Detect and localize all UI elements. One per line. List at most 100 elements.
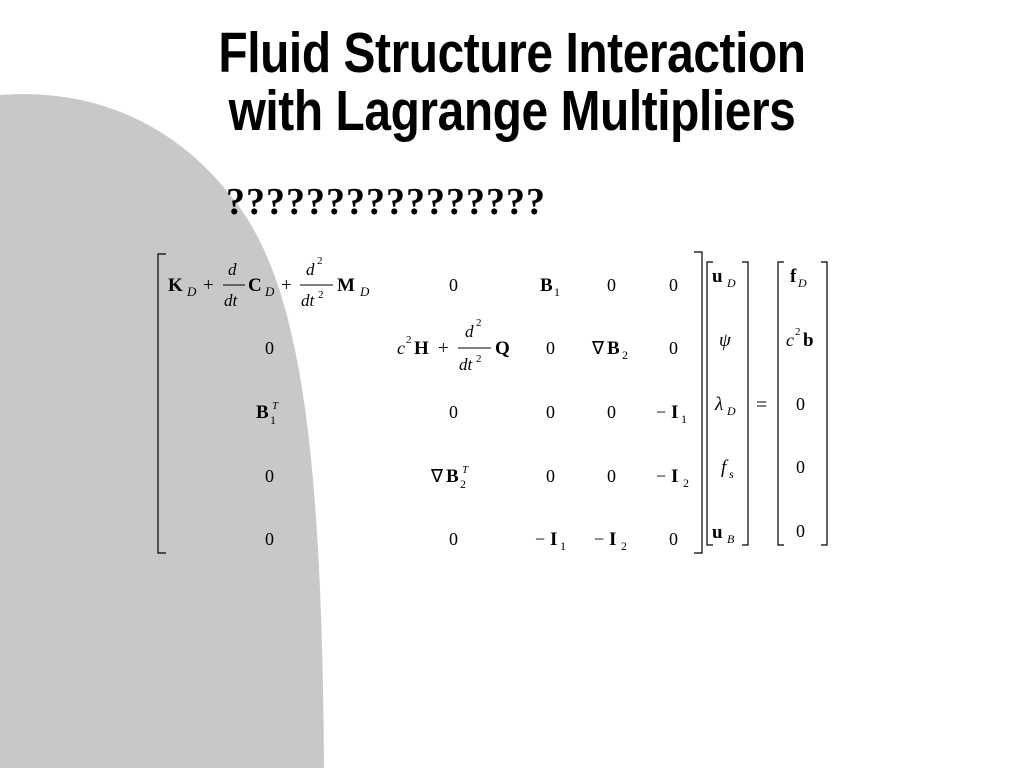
matrix-cell-3-5: − I 1 — [656, 402, 687, 426]
matrix-cell-1-5: 0 — [669, 275, 678, 295]
rhs-f-d: f D — [790, 266, 807, 290]
svg-text:D: D — [797, 276, 807, 290]
svg-text:T: T — [462, 464, 469, 476]
matrix-cell-1-3: B 1 — [540, 275, 560, 299]
svg-text:Q: Q — [495, 338, 510, 359]
matrix-cell-2-1: 0 — [265, 338, 274, 358]
matrix-cell-5-1: 0 — [265, 529, 274, 549]
svg-text:1: 1 — [270, 413, 276, 427]
svg-text:2: 2 — [460, 477, 466, 491]
rhs-zero-1: 0 — [796, 394, 805, 414]
matrix-cell-2-3: 0 — [546, 338, 555, 358]
matrix-cell-1-2: 0 — [449, 275, 458, 295]
matrix-cell-3-3: 0 — [546, 402, 555, 422]
unknown-u-d: u D — [712, 266, 736, 290]
matrix-cell-4-4: 0 — [607, 466, 616, 486]
matrix-cell-4-5: − I 2 — [656, 466, 689, 490]
svg-text:λ: λ — [714, 394, 723, 415]
matrix-cell-4-2: ∇ B T 2 — [430, 464, 469, 491]
matrix-cell-5-2: 0 — [449, 529, 458, 549]
matrix-right-bracket — [694, 251, 703, 554]
matrix-cell-3-4: 0 — [607, 402, 616, 422]
svg-text:B: B — [256, 402, 269, 423]
svg-text:d: d — [465, 322, 474, 341]
matrix-left-bracket — [157, 253, 166, 554]
slide-title: Fluid Structure Interaction with Lagrang… — [82, 24, 942, 140]
rhs-left-bracket — [777, 261, 784, 546]
svg-text:D: D — [726, 276, 736, 290]
svg-text:B: B — [540, 275, 553, 296]
unknown-psi: ψ — [719, 330, 732, 351]
svg-text:−: − — [594, 529, 604, 549]
matrix-cell-3-1: B T 1 — [256, 400, 279, 427]
matrix-cell-5-4: − I 2 — [594, 529, 627, 553]
title-line-1: Fluid Structure Interaction — [218, 21, 806, 85]
rhs-c2-b: c 2 b — [786, 326, 814, 351]
unknown-lambda-d: λ D — [714, 394, 736, 418]
svg-text:−: − — [656, 402, 666, 422]
svg-text:2: 2 — [683, 476, 689, 490]
svg-text:1: 1 — [560, 539, 566, 553]
gray-quarter-circle — [0, 94, 324, 768]
svg-text:dt: dt — [301, 291, 316, 310]
svg-text:dt: dt — [224, 291, 239, 310]
svg-text:I: I — [671, 402, 678, 423]
svg-text:2: 2 — [795, 326, 801, 338]
svg-text:c: c — [786, 330, 794, 350]
svg-text:+: + — [203, 275, 214, 296]
matrix-cell-5-5: 0 — [669, 529, 678, 549]
svg-text:+: + — [438, 338, 449, 359]
svg-text:K: K — [168, 275, 183, 296]
svg-text:−: − — [656, 466, 666, 486]
matrix-cell-5-3: − I 1 — [535, 529, 566, 553]
matrix-cell-2-5: 0 — [669, 338, 678, 358]
svg-text:I: I — [671, 466, 678, 487]
unknowns-right-bracket — [742, 261, 749, 546]
matrix-cell-2-4: ∇ B 2 — [591, 338, 628, 362]
svg-text:B: B — [607, 338, 620, 359]
svg-text:2: 2 — [406, 334, 412, 346]
svg-text:dt: dt — [459, 355, 474, 374]
svg-text:∇: ∇ — [591, 338, 605, 358]
svg-text:B: B — [727, 532, 735, 546]
svg-text:2: 2 — [476, 353, 482, 365]
svg-text:C: C — [248, 275, 262, 296]
svg-text:2: 2 — [317, 255, 323, 267]
svg-text:1: 1 — [681, 412, 687, 426]
matrix-cell-2-2: c 2 H + d 2 dt 2 Q — [397, 317, 510, 374]
unknown-u-b: u B — [712, 522, 735, 546]
svg-text:2: 2 — [476, 317, 482, 329]
svg-text:H: H — [414, 338, 429, 359]
unknown-f-s: f s — [721, 457, 734, 481]
svg-text:I: I — [609, 529, 616, 550]
rhs-zero-3: 0 — [796, 521, 805, 541]
svg-text:I: I — [550, 529, 557, 550]
matrix-cell-3-2: 0 — [449, 402, 458, 422]
matrix-cell-1-1: K D + d dt C D + d 2 dt 2 M D — [168, 255, 370, 310]
svg-text:f: f — [721, 457, 729, 478]
title-line-2: with Lagrange Multipliers — [228, 79, 796, 143]
slide-subtitle: ???????????????? — [226, 181, 546, 223]
svg-text:D: D — [264, 284, 275, 299]
svg-text:D: D — [186, 284, 197, 299]
svg-text:c: c — [397, 338, 405, 358]
svg-text:+: + — [281, 275, 292, 296]
matrix-cell-4-3: 0 — [546, 466, 555, 486]
matrix-cell-1-4: 0 — [607, 275, 616, 295]
matrix-cell-4-1: 0 — [265, 466, 274, 486]
svg-text:−: − — [535, 529, 545, 549]
svg-text:T: T — [272, 400, 279, 412]
equals-sign: = — [756, 394, 767, 416]
svg-text:D: D — [726, 404, 736, 418]
svg-text:d: d — [306, 260, 315, 279]
svg-text:2: 2 — [622, 348, 628, 362]
svg-text:∇: ∇ — [430, 466, 444, 486]
svg-text:2: 2 — [621, 539, 627, 553]
svg-text:1: 1 — [554, 285, 560, 299]
svg-text:u: u — [712, 266, 723, 287]
svg-text:b: b — [803, 330, 814, 351]
svg-text:d: d — [228, 260, 237, 279]
